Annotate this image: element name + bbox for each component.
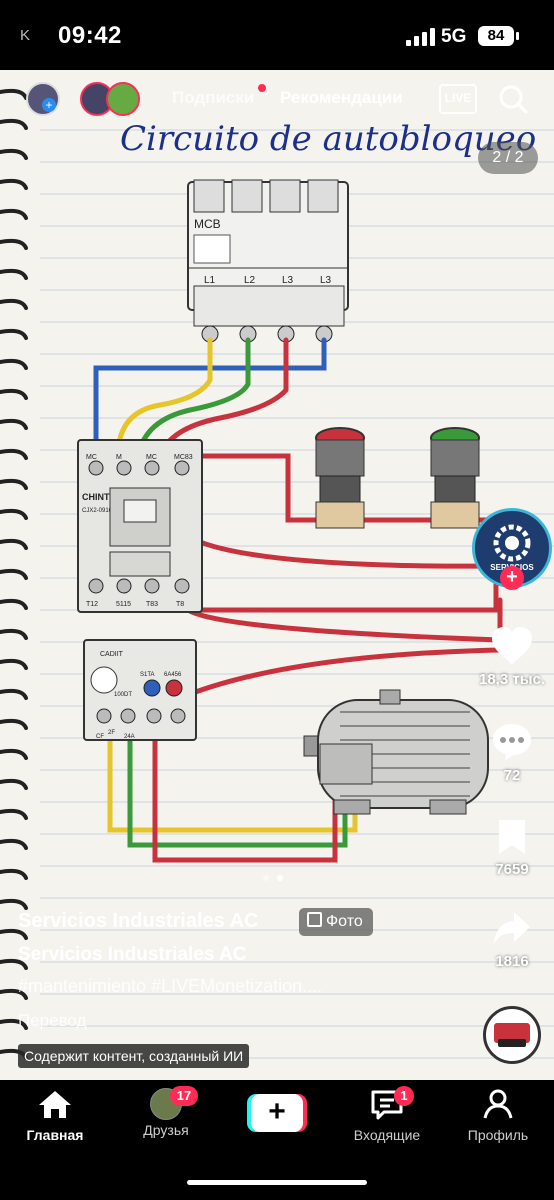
contactor-terminal-4: MC83	[174, 454, 193, 461]
status-bar: K 09:42 5G 84	[0, 0, 554, 70]
relay-label-2: 6A456	[164, 672, 182, 678]
live-icon[interactable]: LIVE	[439, 84, 477, 114]
home-icon	[39, 1091, 71, 1118]
relay-brand: CADIIT	[100, 651, 124, 658]
comment-button[interactable]: 72	[470, 722, 554, 784]
post-photo[interactable]: Circuito de autobloqueo MCB L1 L2 L3 L3	[0, 70, 554, 1080]
music-disc-icon	[483, 1006, 541, 1064]
share-button[interactable]: 1816	[470, 910, 554, 970]
create-button[interactable]: +	[247, 1094, 307, 1132]
comment-count: 72	[503, 767, 521, 784]
contactor-terminal-2: M	[116, 454, 122, 461]
live-label: LIVE	[444, 91, 472, 105]
nav-friends-label: Друзья	[143, 1122, 189, 1138]
contactor-terminal-1: MC	[86, 454, 97, 461]
nav-home[interactable]: Главная	[10, 1088, 100, 1143]
electric-motor	[303, 689, 489, 815]
contactor-terminal-3: MC	[146, 454, 157, 461]
relay-label-4: CF	[96, 734, 104, 740]
translate-link[interactable]: Перевод	[18, 1011, 87, 1030]
contactor-out-1: T12	[86, 601, 98, 608]
share-count: 1816	[495, 953, 529, 970]
like-count: 18,3 тыс.	[478, 671, 546, 688]
nav-inbox[interactable]: Входящие	[342, 1088, 432, 1143]
photo-badge-label: Фото	[326, 913, 363, 930]
carrier-label: K	[20, 27, 31, 44]
follow-plus-icon[interactable]: +	[500, 566, 524, 590]
share-icon	[494, 912, 530, 944]
signal-icon	[406, 28, 435, 46]
mcb-pole-3: L3	[282, 275, 294, 286]
photo-badge: Фото	[299, 908, 373, 936]
gear-icon	[493, 524, 531, 562]
mcb-label: MCB	[194, 217, 221, 231]
top-nav: + Подписки Рекомендации LIVE	[0, 78, 554, 122]
carousel-dot-1	[263, 875, 269, 881]
nav-inbox-label: Входящие	[353, 1127, 421, 1143]
battery-indicator: 84	[478, 26, 514, 46]
stop-pushbutton	[315, 427, 365, 529]
profile-icon	[483, 1089, 513, 1119]
story-avatar-2[interactable]	[106, 82, 140, 116]
relay-label-5: 2F	[108, 730, 115, 736]
bottom-nav: Главная Друзья 17 + Входящие 1 Профиль	[0, 1080, 554, 1200]
overload-relay: CADIIT S1TA 6A456 100DT CF 2F 24A	[83, 639, 197, 741]
mcb-pole-1: L1	[204, 275, 216, 286]
unread-dot	[258, 84, 266, 92]
nav-profile-label: Профиль	[467, 1127, 529, 1143]
author-username[interactable]: Servicios Industriales AC	[18, 910, 259, 932]
handwritten-title: Circuito de autobloqueo	[120, 119, 536, 159]
contactor-model: CJX2-0910	[82, 508, 113, 514]
like-button[interactable]: 18,3 тыс.	[470, 626, 554, 688]
inbox-badge: 1	[394, 1086, 414, 1106]
relay-label-6: 24A	[124, 734, 135, 740]
profile-avatar[interactable]	[26, 82, 60, 116]
add-icon[interactable]: +	[42, 98, 56, 112]
relay-label-3: 100DT	[114, 692, 132, 698]
sound-disc[interactable]	[470, 1006, 554, 1064]
contactor-out-4: T8	[176, 601, 184, 608]
carousel-dots	[263, 868, 291, 886]
plus-icon: +	[251, 1094, 303, 1132]
tab-following[interactable]: Подписки	[172, 88, 255, 107]
contactor-out-3: T83	[146, 601, 158, 608]
contactor-out-2: 5115	[116, 601, 131, 608]
ai-content-label[interactable]: Содержит контент, созданный ИИ	[18, 1044, 250, 1068]
mcb-pole-2: L2	[244, 275, 256, 286]
relay-label-1: S1TA	[140, 672, 155, 678]
battery-tip	[516, 32, 519, 40]
mcb-breaker: MCB L1 L2 L3 L3	[187, 179, 349, 343]
contactor-brand: CHINT	[82, 492, 110, 502]
friends-badge: 17	[170, 1086, 198, 1106]
save-count: 7659	[495, 861, 529, 878]
save-button[interactable]: 7659	[470, 818, 554, 878]
bookmark-icon	[499, 820, 525, 854]
photo-counter: 2 / 2	[478, 142, 538, 174]
tab-for-you[interactable]: Рекомендации	[280, 88, 403, 107]
heart-icon	[492, 627, 532, 664]
photo-icon	[307, 912, 322, 927]
search-icon[interactable]	[498, 84, 528, 114]
contactor: MC M MC MC83 CHINT CJX2-0910 T12 5115 T8…	[77, 439, 203, 613]
circuit-drawing: Circuito de autobloqueo MCB L1 L2 L3 L3	[0, 88, 554, 1060]
nav-profile[interactable]: Профиль	[453, 1088, 543, 1143]
network-type: 5G	[441, 26, 467, 47]
nav-home-label: Главная	[26, 1127, 84, 1143]
author-display-name[interactable]: Servicios Industriales AC	[18, 944, 247, 965]
clock: 09:42	[58, 22, 122, 49]
home-indicator	[187, 1180, 367, 1185]
start-pushbutton	[430, 427, 480, 529]
carousel-dot-2	[277, 875, 283, 881]
post-hashtags[interactable]: #mantenimiento #LIVEMonetization....	[18, 976, 323, 996]
comment-icon	[493, 724, 531, 761]
mcb-pole-4: L3	[320, 275, 332, 286]
creator-avatar[interactable]: SERVICIOS +	[470, 508, 554, 590]
